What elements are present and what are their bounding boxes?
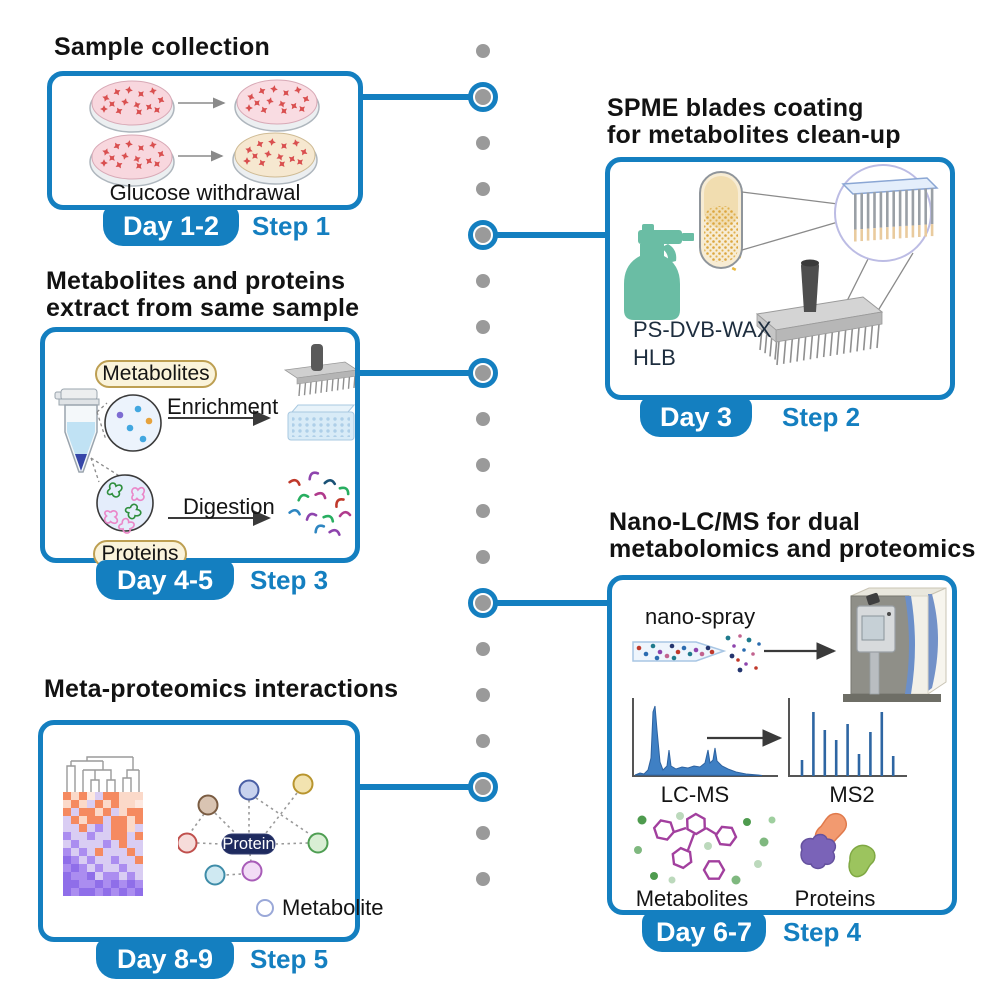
timeline-dot <box>476 642 490 656</box>
digestion-label: Digestion <box>183 494 275 519</box>
protein-circle-icon <box>96 474 154 534</box>
step4-card: nano-spray LC-MS MS2 Metabolites Protein… <box>607 575 957 915</box>
connector-step3 <box>357 370 470 376</box>
metabolite-legend-label: Metabolite <box>282 895 384 920</box>
metabolite-circle-icon <box>104 394 162 452</box>
timeline-dot <box>476 550 490 564</box>
step2-card: PS-DVB-WAX HLB <box>605 157 955 400</box>
petri-dish-icon <box>89 80 175 133</box>
connector-step4 <box>496 600 609 606</box>
step2-coating-label: PS-DVB-WAX HLB <box>633 317 772 370</box>
step3-card: Metabolites Enrichment Digestion Protein… <box>40 327 360 568</box>
mass-spectrometer-icon <box>843 587 947 702</box>
connector-step5 <box>357 784 470 790</box>
network-node-gold <box>292 773 314 795</box>
protein-blobs-icon <box>800 813 876 878</box>
legend-circle-icon <box>256 899 274 917</box>
step4-day-badge: Day 6-7 <box>642 912 766 952</box>
timeline-ring <box>468 220 498 250</box>
network-center-node <box>221 833 276 855</box>
lcms-chart <box>632 698 778 777</box>
timeline-dot <box>476 44 490 58</box>
brush-sampler-icon <box>755 259 884 366</box>
network-node-red <box>178 832 198 854</box>
step3-day-badge: Day 4-5 <box>96 560 234 600</box>
network-edges <box>189 792 312 876</box>
ms2-label: MS2 <box>829 782 875 807</box>
network-node-blue <box>238 779 260 801</box>
ms2-chart <box>788 698 907 777</box>
step5-card: Protein Metabolite <box>38 720 384 942</box>
petri-dish-icon <box>234 79 320 132</box>
timeline-ring <box>468 772 498 802</box>
heatmap <box>63 792 143 896</box>
network-node-green <box>307 832 329 854</box>
timeline-dot <box>476 734 490 748</box>
step1-day-badge: Day 1-2 <box>103 206 239 246</box>
protein-node-label: Protein <box>222 834 275 853</box>
network <box>178 773 329 917</box>
step2-illustration <box>624 164 939 366</box>
step4-illustration <box>632 587 947 885</box>
lcms-label: LC-MS <box>660 782 730 807</box>
proteins-label: Proteins <box>794 886 876 911</box>
metabolites-label: Metabolites <box>635 886 749 911</box>
step1-label: Step 1 <box>252 210 331 241</box>
spme-blade-comb-icon <box>841 177 939 242</box>
timeline-dot <box>476 826 490 840</box>
metabolites-pill: Metabolites <box>95 360 217 388</box>
timeline-dot <box>476 458 490 472</box>
step1-illustration <box>89 79 320 187</box>
timeline-dot <box>476 412 490 426</box>
coating-capsule-icon <box>699 171 743 269</box>
petri-dish-icon <box>232 132 318 185</box>
step4-title: Nano-LC/MS for dual metabolomics and pro… <box>609 508 976 563</box>
petri-dish-icon <box>89 134 175 187</box>
connector-step1 <box>360 94 470 100</box>
spray-bottle-icon <box>624 224 694 320</box>
tube-icon <box>54 388 100 473</box>
step2-label: Step 2 <box>782 401 861 432</box>
network-node-violet <box>241 860 263 882</box>
zoom-lines <box>90 402 122 483</box>
network-node-cyan <box>204 864 226 886</box>
step5-label: Step 5 <box>250 943 329 974</box>
step2-day-badge: Day 3 <box>640 397 752 437</box>
step2-title: SPME blades coating for metabolites clea… <box>607 94 901 149</box>
metabolite-molecules-icon <box>634 812 776 885</box>
timeline-dot <box>476 182 490 196</box>
step5-title: Meta-proteomics interactions <box>44 675 399 703</box>
well-plate-icon <box>287 404 355 441</box>
timeline-dot <box>476 688 490 702</box>
step1-caption: Glucose withdrawal <box>109 180 301 205</box>
timeline-ring <box>468 358 498 388</box>
step3-label: Step 3 <box>250 564 329 595</box>
timeline-ring <box>468 82 498 112</box>
nano-spray-tip-icon <box>632 634 761 673</box>
network-node-brown <box>197 794 219 816</box>
timeline-dot <box>476 872 490 886</box>
pin-tool-icon <box>283 344 355 397</box>
step5-day-badge: Day 8-9 <box>96 939 234 979</box>
nano-spray-label: nano-spray <box>645 604 756 629</box>
step3-illustration <box>54 344 355 536</box>
timeline-ring <box>468 588 498 618</box>
timeline-dot <box>476 274 490 288</box>
timeline-dot <box>476 504 490 518</box>
step3-title: Metabolites and proteins extract from sa… <box>46 267 360 322</box>
peptides-icon <box>288 471 352 536</box>
magnifier-circle-icon <box>834 164 939 262</box>
enrichment-label: Enrichment <box>167 394 279 419</box>
dendrogram-icon <box>66 756 140 792</box>
timeline-dot <box>476 320 490 334</box>
step4-label: Step 4 <box>783 916 862 947</box>
step1-card: Glucose withdrawal <box>47 71 363 210</box>
step1-title: Sample collection <box>54 33 270 61</box>
timeline-dot <box>476 136 490 150</box>
connector-step2 <box>496 232 607 238</box>
